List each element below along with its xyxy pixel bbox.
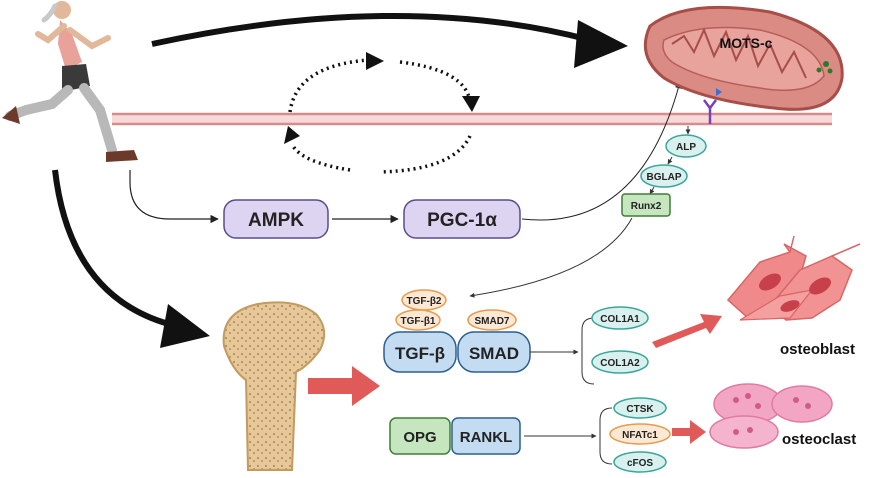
ampk-node: AMPK: [223, 199, 329, 239]
smad7-node: SMAD7: [467, 309, 517, 331]
smad-node: SMAD: [457, 331, 531, 373]
alp-node: ALP: [665, 134, 707, 158]
tgf-b2-label: TGF-β2: [407, 296, 442, 307]
smad7-label: SMAD7: [474, 316, 509, 327]
red-arrow-osteoblast: [652, 314, 722, 348]
col1a2-node: COL1A2: [591, 350, 649, 374]
osteoblast-cells: [726, 235, 861, 321]
col1a2-label: COL1A2: [600, 358, 640, 369]
tgf-b-node: TGF-β: [383, 331, 457, 373]
osteoclast-cells: [709, 383, 833, 449]
ampk-label: AMPK: [248, 210, 304, 231]
tgf-b1-node: TGF-β1: [395, 309, 441, 331]
arrowhead-mitochondria: [574, 20, 628, 68]
runner-figure: [2, 1, 138, 162]
pgc1a-node: PGC-1α: [403, 199, 521, 239]
arrow-runx2-to-tgf: [469, 217, 633, 298]
runx2-label: Runx2: [631, 201, 662, 212]
cfos-node: cFOS: [613, 451, 667, 473]
arrowhead-bone: [160, 304, 210, 348]
bglap-label: BGLAP: [647, 172, 682, 183]
rankl-node: RANKL: [451, 417, 521, 455]
rankl-label: RANKL: [460, 429, 513, 446]
osteoclast-bracket: [599, 407, 613, 465]
cfos-label: cFOS: [627, 458, 653, 469]
arrow-exercise-to-mitochondria: [151, 13, 591, 47]
red-arrow-bone: [308, 366, 380, 406]
red-arrow-osteoclast: [672, 420, 706, 444]
receptor-icon: [703, 88, 722, 124]
ctsk-label: CTSK: [626, 404, 654, 415]
ctsk-node: CTSK: [613, 397, 667, 419]
smad-label: SMAD: [469, 344, 519, 363]
osteoblast-label: osteoblast: [780, 341, 855, 358]
dotted-cycle-arrowheads: [284, 52, 480, 144]
tgf-b2-node: TGF-β2: [401, 289, 447, 311]
col1a1-label: COL1A1: [600, 314, 640, 325]
tgf-b-label: TGF-β: [395, 344, 445, 363]
cell-membrane: [112, 112, 832, 126]
bglap-node: BGLAP: [640, 164, 688, 188]
nfatc1-label: NFATc1: [622, 430, 658, 441]
mots-c-label: MOTS-c: [720, 35, 773, 51]
arrow-pgc1a-to-mitochondria: [521, 81, 682, 221]
osteoclast-label: osteoclast: [782, 431, 856, 448]
mitochondria: MOTS-c: [643, 5, 844, 111]
dotted-cycle: [288, 58, 472, 174]
opg-node: OPG: [389, 417, 451, 455]
tgf-b1-label: TGF-β1: [401, 316, 436, 327]
alp-label: ALP: [676, 142, 696, 153]
arrow-runner-to-ampk: [129, 170, 219, 224]
arrow-exercise-to-bone: [52, 169, 177, 329]
nfatc1-node: NFATc1: [609, 423, 671, 445]
bone-icon: [222, 301, 326, 471]
opg-label: OPG: [403, 429, 436, 446]
pgc1a-label: PGC-1α: [427, 210, 497, 231]
col1a1-node: COL1A1: [591, 306, 649, 330]
col-bracket: [581, 317, 595, 385]
runx2-node: Runx2: [621, 193, 671, 217]
